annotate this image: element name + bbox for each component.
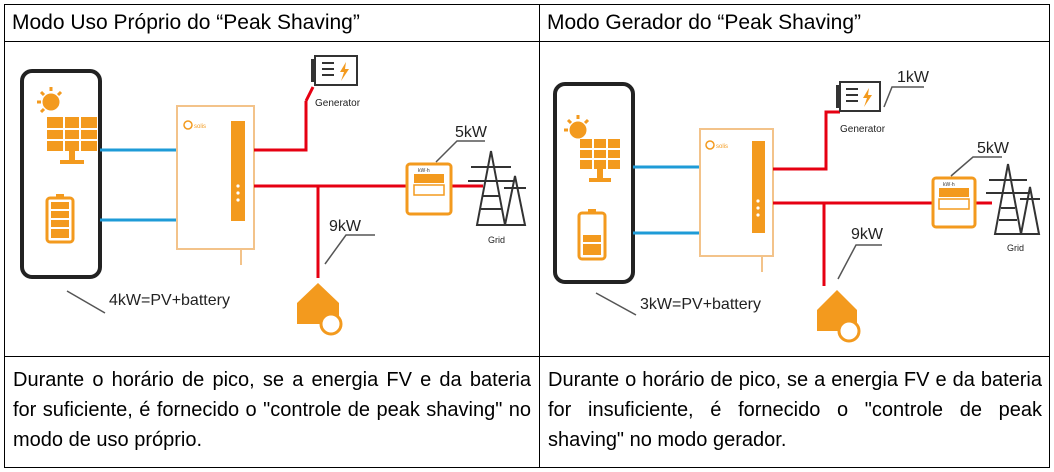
grid-power-callout xyxy=(435,140,485,163)
header-divider xyxy=(5,41,1049,42)
load-power-callout xyxy=(837,244,882,280)
inverter-icon: solis xyxy=(176,105,255,265)
left-description-text: Durante o horário de pico, se a energia … xyxy=(13,369,531,451)
left-title: Modo Uso Próprio do “Peak Shaving” xyxy=(12,11,360,34)
solar-panel-icon xyxy=(580,139,620,182)
house-icon xyxy=(297,283,343,336)
solar-panel-icon xyxy=(47,117,97,164)
description-divider xyxy=(5,356,1049,357)
sum-callout xyxy=(595,292,637,316)
right-diagram: solis Generator 1kW kW·h Grid 5kW 9kW 3k… xyxy=(553,69,1041,343)
house-icon xyxy=(817,290,861,343)
sum-callout xyxy=(66,290,106,314)
generator-icon xyxy=(311,55,358,86)
meter-icon: kW·h xyxy=(931,176,977,229)
inverter-logo: solis xyxy=(716,144,728,150)
left-description: Durante o horário de pico, se a energia … xyxy=(5,357,539,469)
right-generator-label: Generator xyxy=(840,124,886,135)
battery-icon xyxy=(577,209,607,261)
generator-power-callout xyxy=(883,86,924,108)
column-divider xyxy=(539,5,540,467)
load-power-callout xyxy=(324,234,375,265)
grid-tower-icon xyxy=(986,163,1041,235)
pv-battery-box xyxy=(20,69,102,279)
inverter-icon: solis xyxy=(699,128,774,272)
generator-line xyxy=(254,101,308,152)
sun-icon xyxy=(564,115,590,139)
left-diagram: solis Generator kW·h Grid 5kW xyxy=(20,55,527,336)
generator-line xyxy=(773,110,840,171)
generator-icon xyxy=(836,81,881,112)
left-grid-label: Grid xyxy=(488,235,505,245)
left-grid-power: 5kW xyxy=(455,124,488,141)
right-grid-label: Grid xyxy=(1007,243,1024,253)
comparison-table: Modo Uso Próprio do “Peak Shaving” Modo … xyxy=(4,4,1050,468)
left-generator-label: Generator xyxy=(315,98,361,109)
grid-power-callout xyxy=(950,156,1002,177)
right-description-text: Durante o horário de pico, se a energia … xyxy=(548,369,1042,451)
right-generator-power: 1kW xyxy=(897,69,930,86)
battery-icon xyxy=(45,194,75,244)
right-sum-label: 3kW=PV+battery xyxy=(640,296,761,313)
meter-text: kW·h xyxy=(418,168,430,174)
left-load-power: 9kW xyxy=(329,218,362,235)
left-sum-label: 4kW=PV+battery xyxy=(109,292,230,309)
meter-text: kW·h xyxy=(943,182,955,188)
meter-icon: kW·h xyxy=(405,162,453,216)
right-description: Durante o horário de pico, se a energia … xyxy=(540,357,1050,469)
right-load-power: 9kW xyxy=(851,226,884,243)
sun-icon xyxy=(37,87,63,114)
generator-switch xyxy=(304,86,315,102)
inverter-logo: solis xyxy=(194,124,206,130)
right-grid-power: 5kW xyxy=(977,140,1010,157)
right-title: Modo Gerador do “Peak Shaving” xyxy=(547,11,862,34)
grid-tower-icon xyxy=(468,150,527,226)
